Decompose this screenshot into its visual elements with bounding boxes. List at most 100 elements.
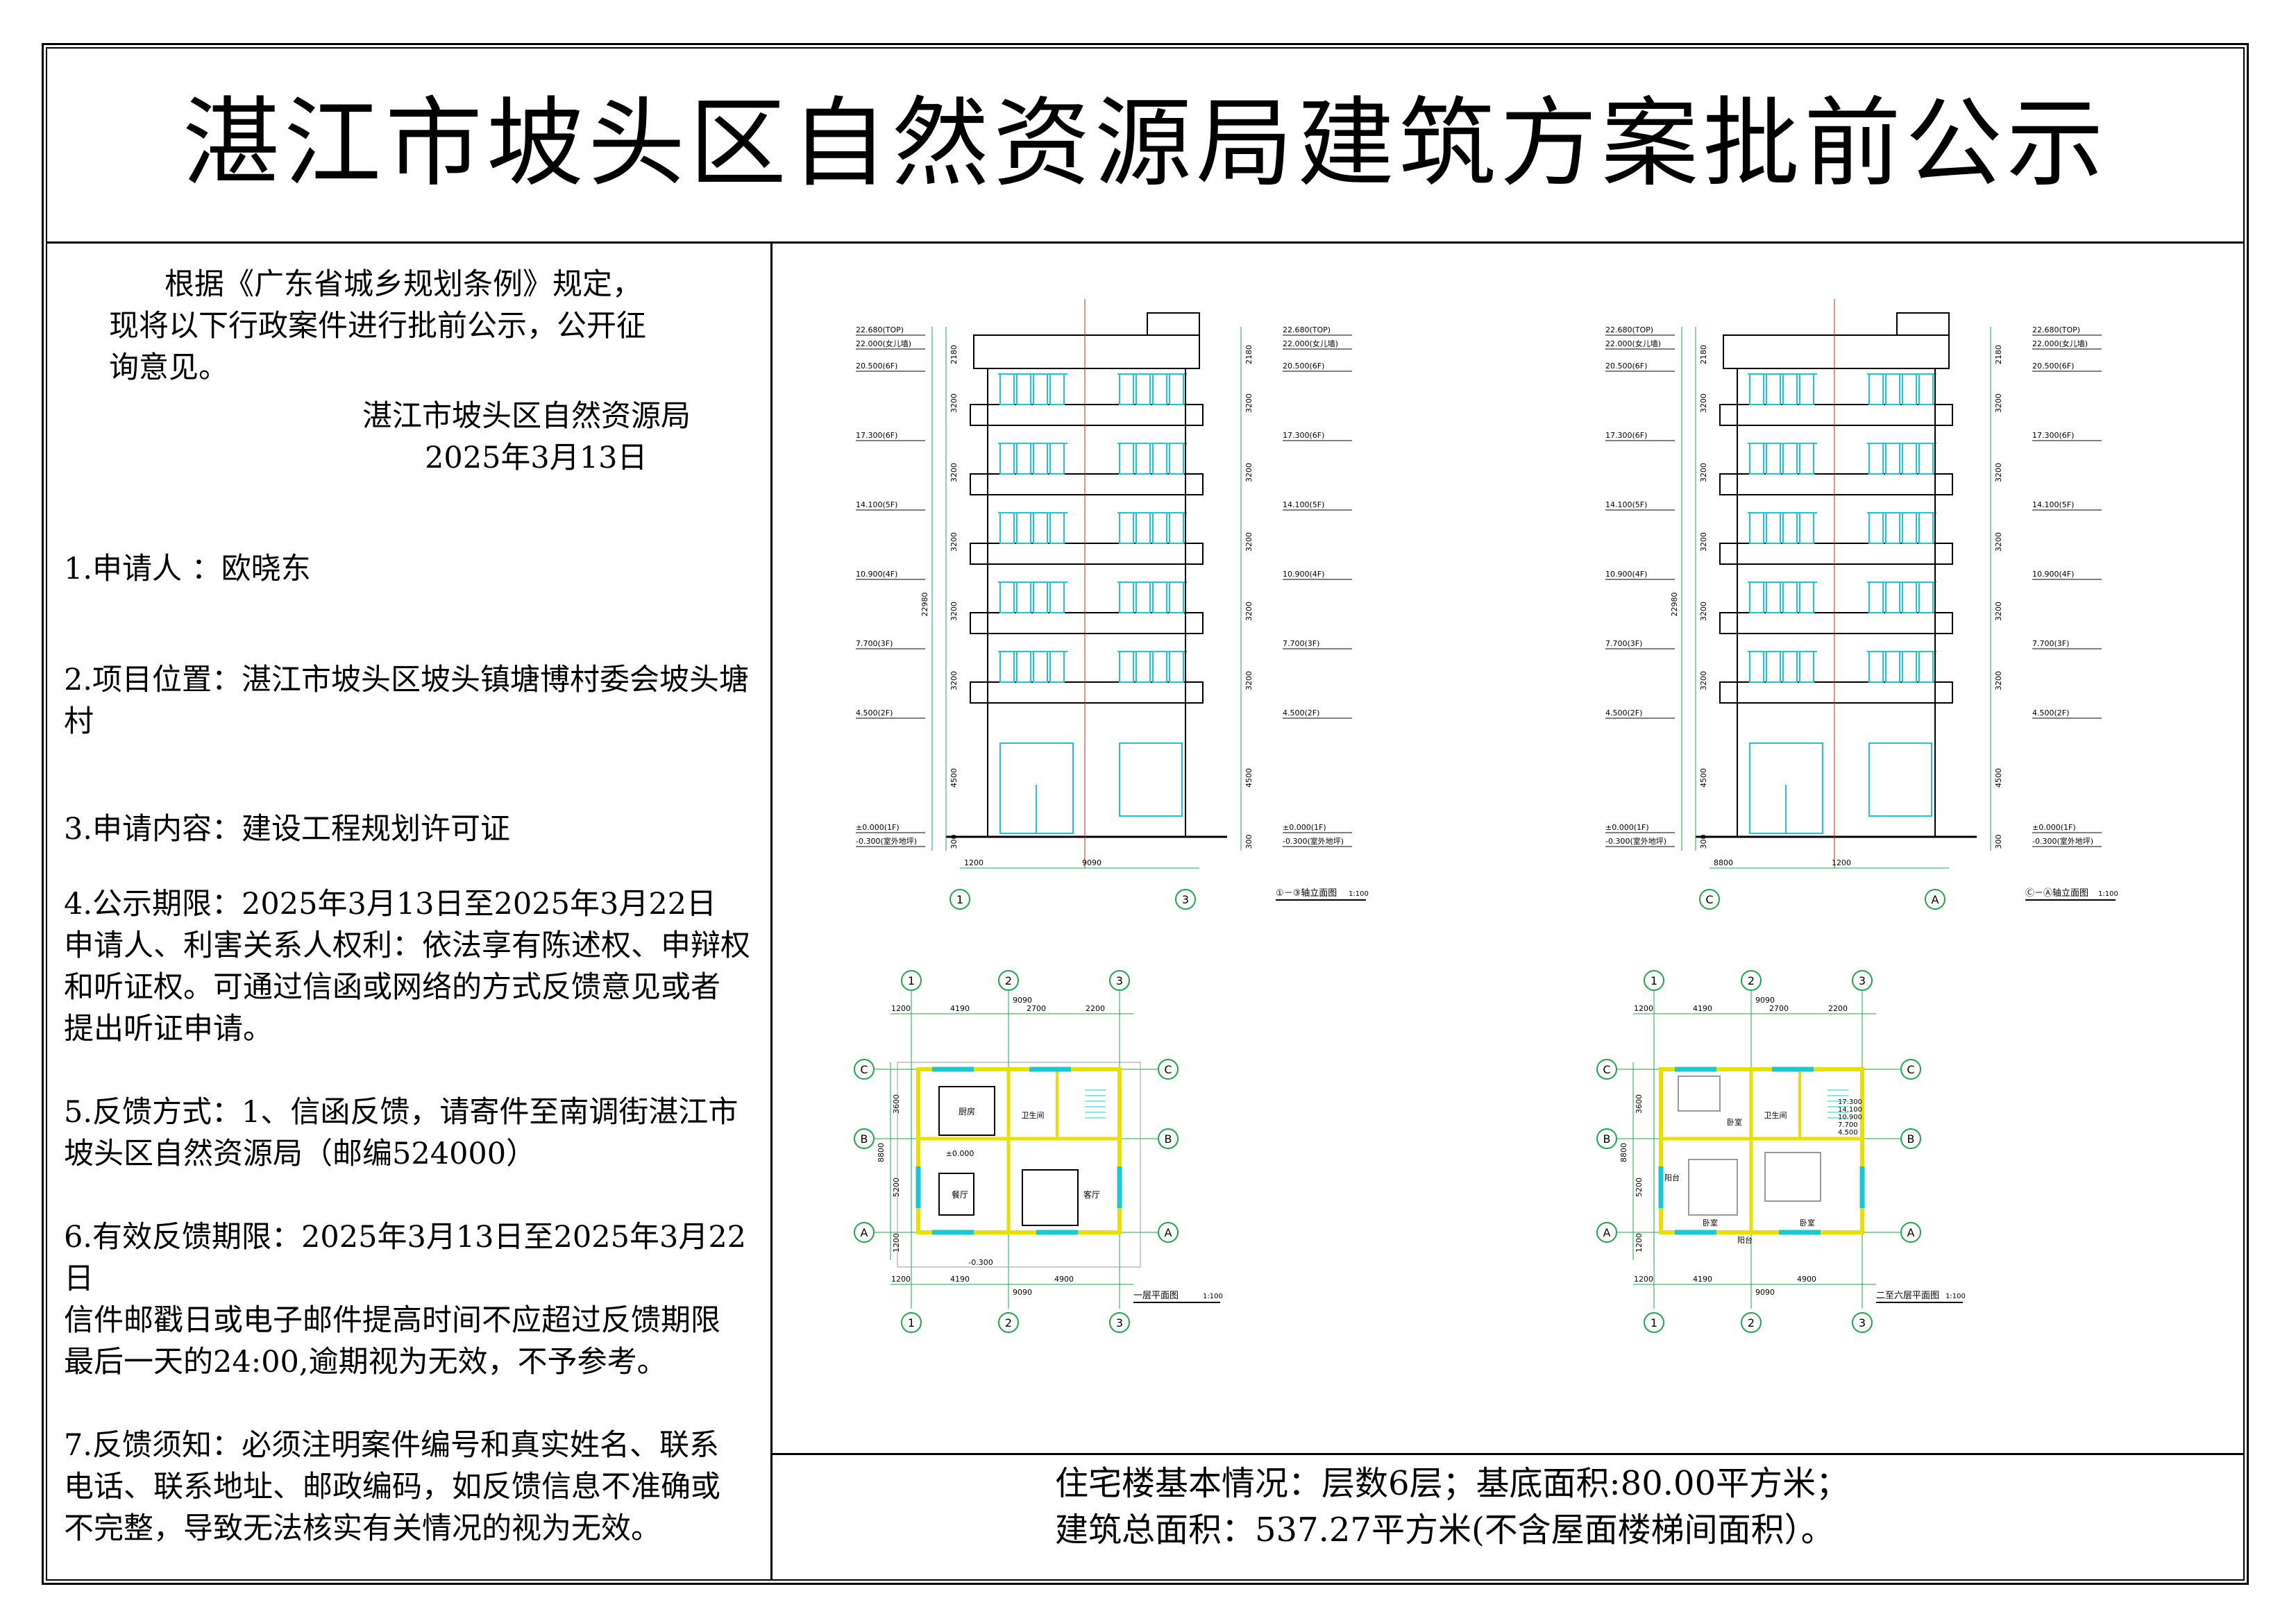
parapet-band [973,334,1200,369]
valid-line-1: 6.有效反馈期限：2025年3月13日至2025年3月22日 [64,1220,747,1296]
floor-slab [1719,473,1953,495]
window-pane [1749,651,1764,683]
window-pane [1749,512,1764,544]
drawings-area: 22.680(TOP) 22.680(TOP) 22.000(女儿墙) 22.000(… [854,299,2118,1333]
notice-line-2: 电话、联系地址、邮政编码，如反馈信息不准确或 [64,1470,720,1504]
story-dim-left: 3200 [1699,671,1708,690]
plan-axis-side-right-label: C [1907,1063,1914,1076]
room-label-kitchen: 厨房 [959,1106,975,1116]
window-pane [1868,373,1884,405]
story-dim-left: 2180 [1699,345,1708,364]
window-pane [1902,373,1917,405]
window-pane [1049,651,1065,683]
inner-frame [46,47,2245,1581]
window-pane [1918,512,1934,544]
story-dim-right: 3200 [1994,393,2003,413]
ground-window [1119,742,1183,817]
column-divider [770,241,773,1581]
window-pane [1766,512,1781,544]
elev-axis-right-bubble [1175,889,1196,910]
level-label-right: 7.700(3F) [1283,639,1319,648]
rights-line-3: 提出听证申请。 [64,1012,273,1046]
window-pane [1152,512,1167,544]
plan-scale: 1:100 [1203,1293,1223,1300]
summary-line-2: 建筑总面积：537.27平方米(不含屋面楼梯间面积）。 [1055,1511,1834,1549]
elevation-1-3-drawing: 22.680(TOP)22.680(TOP)22.000(女儿墙)22.000(… [856,299,1369,910]
plan-axis-side-left-label: B [861,1132,868,1146]
window-pane [999,512,1015,544]
window-pane [1169,512,1184,544]
stair-level-label: 10.900 [1838,1114,1862,1121]
window-pane [1169,443,1184,475]
level-label-right: 14.100(5F) [2032,500,2074,509]
elev-axis-right-label: A [1932,893,1939,906]
story-dim-left: 3200 [949,532,959,552]
level-label-right: 22.680(TOP) [1283,325,1331,334]
window-pane [1033,651,1048,683]
bed-furniture [1678,1076,1721,1112]
width-dim-b: 9090 [1082,858,1101,867]
story-dim-left: 3200 [1699,602,1708,621]
window-pane [1152,373,1167,405]
window-pane [1136,512,1151,544]
plan-axis-3-top-label: 3 [1116,974,1123,987]
bed-furniture [1764,1152,1821,1202]
level-label-left: 4.500(2F) [856,708,893,717]
story-dim-left: 2180 [949,345,959,364]
window-pane [1016,512,1031,544]
window-pane [1868,581,1884,613]
room-label-dining: 餐厅 [952,1189,968,1200]
window-pane [1766,373,1781,405]
plan-total-dim: 9090 [1013,996,1032,1005]
level-label-left: -0.300(室外地坪) [856,836,917,846]
plan-side-dim: 1200 [892,1233,901,1252]
window-pane [1119,581,1134,613]
plan-axis-side-left-label: A [1603,1226,1611,1239]
plan-axis-side-left-label: C [1603,1063,1610,1076]
plan-axis-side-right-label: B [1165,1132,1172,1146]
plan-bottom-dim: 4900 [1797,1275,1816,1284]
level-label-left: 10.900(4F) [856,570,897,579]
plan-axis-side-left-label: B [1603,1132,1611,1146]
issue-date: 2025年3月13日 [425,441,648,475]
window-pane [1782,373,1798,405]
story-dim-left: 3200 [1699,393,1708,413]
building-summary: 住宅楼基本情况：层数6层；基底面积:80.00平方米； 建筑总面积：537.27… [1055,1461,2179,1554]
site-boundary [897,1062,1141,1268]
window-pane [1868,512,1884,544]
plan-bottom-dim: 1200 [891,1275,911,1284]
window-pane [1885,651,1900,683]
width-dim-b: 1200 [1832,858,1851,867]
plan-side-dim: 5200 [892,1178,901,1197]
story-dim-left: 3200 [949,602,959,621]
window-pane [1119,373,1134,405]
plan-axis-1-bottom-label: 1 [1651,1316,1657,1329]
bed-furniture [1688,1159,1738,1216]
window-pane [1766,651,1781,683]
window-pane [1016,581,1031,613]
level-label-left: 7.700(3F) [856,639,893,648]
room-label-balcony: 阳台 [1664,1173,1680,1182]
plan-axis-2-bottom-bubble [998,1312,1019,1333]
story-dim-right: 300 [1994,835,2003,849]
window-pane [1049,443,1065,475]
window-pane [1749,581,1764,613]
parapet-band [1723,334,1950,369]
level-label-left: 22.680(TOP) [1605,325,1653,334]
publicity-period: 4.公示期限：2025年3月13日至2025年3月22日 [64,887,717,921]
window-pane [1016,373,1031,405]
valid-line-2: 信件邮戳日或电子邮件提高时间不应超过反馈期限 [64,1303,720,1338]
story-dim-left: 3200 [1699,532,1708,552]
plan-top-dim: 4190 [1693,1004,1712,1013]
window-pane [1799,373,1814,405]
floor-slab [970,473,1204,495]
plan-axis-2-bottom-bubble [1741,1312,1762,1333]
plan-axis-side-right-label: A [1165,1226,1172,1239]
summary-divider [770,1453,2245,1455]
dining-table [938,1173,974,1216]
level-label-left: 22.000(女儿墙) [1605,339,1661,348]
level-label-right: 20.500(6F) [1283,362,1324,371]
stair-level-label: 4.500 [1838,1129,1858,1137]
level-label-right: 22.000(女儿墙) [2032,339,2088,348]
